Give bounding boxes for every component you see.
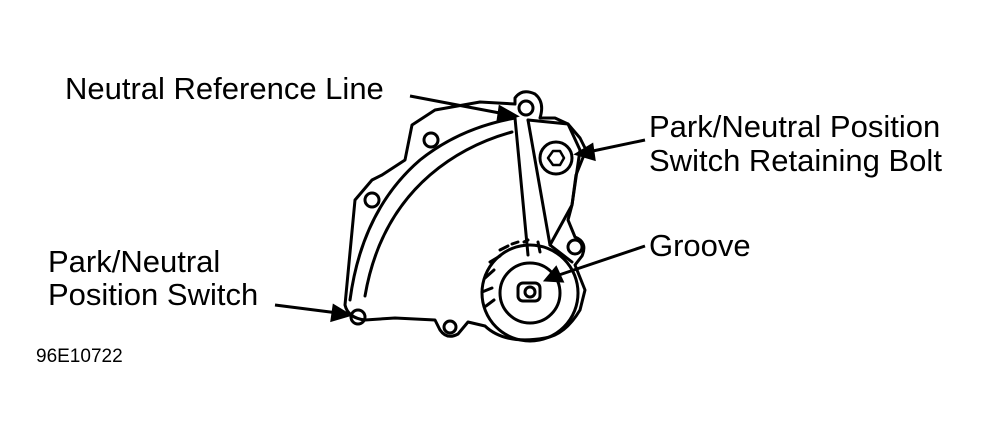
mount-hole-upper-left <box>422 131 440 149</box>
switch-housing <box>343 90 588 342</box>
leader-groove <box>555 244 646 278</box>
groove-slot <box>516 281 542 303</box>
leader-neutral-reference-line <box>409 94 506 116</box>
retaining-bolt-head <box>538 140 574 176</box>
arrow-retaining-bolt <box>573 142 596 162</box>
mount-hole-bottom-left <box>349 308 367 326</box>
gear-teeth <box>480 238 542 308</box>
lever-arm <box>513 116 574 264</box>
arrow-switch <box>330 303 353 323</box>
mount-hole-top <box>517 99 535 117</box>
mount-hole-left <box>363 191 381 209</box>
lever-plate <box>526 118 582 247</box>
label-neutral-reference-line: Neutral Reference Line <box>65 71 384 106</box>
leader-retaining-bolt <box>587 138 646 154</box>
label-retaining-bolt-line1: Park/Neutral Position <box>649 109 941 144</box>
leader-switch <box>274 303 339 315</box>
housing-inner-arc-2 <box>363 130 514 298</box>
mount-hole-bottom <box>442 319 458 335</box>
label-groove: Groove <box>649 228 751 263</box>
label-switch-line2: Position Switch <box>48 277 259 312</box>
housing-inner-arc <box>348 116 517 302</box>
retaining-bolt-socket <box>546 149 566 167</box>
figure-code: 96E10722 <box>36 346 123 367</box>
label-switch-line1: Park/Neutral <box>48 244 221 279</box>
arrow-neutral-reference-line <box>496 104 520 124</box>
shaft <box>523 285 537 299</box>
mount-hole-right <box>566 238 584 256</box>
label-retaining-bolt-line2: Switch Retaining Bolt <box>649 143 942 178</box>
gear-inner <box>498 261 562 325</box>
arrow-groove <box>542 265 565 283</box>
